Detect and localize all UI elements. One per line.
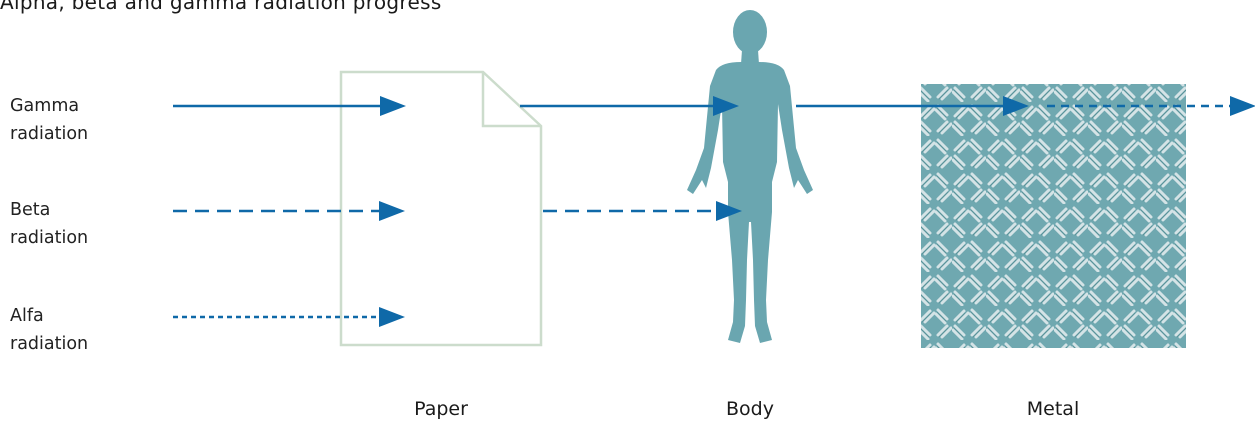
human-body-icon	[687, 10, 813, 343]
paper-caption: Paper	[381, 398, 501, 420]
metal-caption: Metal	[993, 398, 1113, 420]
paper-sheet-icon	[341, 72, 541, 345]
alfa-arrow	[173, 307, 405, 327]
beta-arrow	[173, 201, 742, 221]
metal-plate-icon	[921, 84, 1186, 348]
body-caption: Body	[690, 398, 810, 420]
